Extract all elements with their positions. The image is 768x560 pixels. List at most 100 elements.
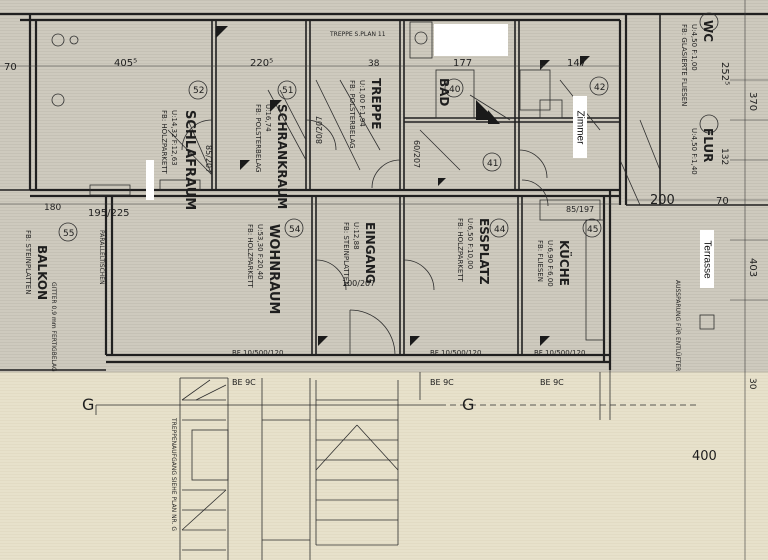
room-floor: FB: HOLZPARKETT <box>456 218 464 282</box>
section-markers <box>216 26 590 346</box>
window-label: BE 9C <box>232 378 256 387</box>
room-number: 51 <box>282 86 293 96</box>
room-bad: 40 BAD <box>437 78 461 106</box>
room-name: KÜCHE <box>557 240 572 286</box>
window-label: BF 10/500/120 <box>534 349 585 357</box>
room-number: 38 <box>368 59 380 69</box>
dim-label: 403 <box>747 258 758 277</box>
grid-markers <box>58 12 719 242</box>
paper-background <box>0 0 768 372</box>
door-swings <box>181 119 549 356</box>
room-floor: FB: HOLZPARKETT <box>246 224 254 288</box>
dim-label: 70 <box>716 196 729 207</box>
opening-labels: BF 10/500/120 BF 10/500/120 BF 10/500/12… <box>204 116 594 387</box>
window-label: BE 9C <box>430 378 454 387</box>
room-floor: FB: HOLZPARKETT <box>160 110 168 174</box>
room-schrankraum: 51 SCHRANKRAUM U:16,74 FB: POLSTERBELAG <box>254 86 293 209</box>
dim-label: 220⁵ <box>250 58 273 69</box>
room-number: 52 <box>193 86 204 96</box>
room-floor: FB: POLSTERBELAG <box>348 80 356 148</box>
room-balkon: 55 BALKON FB: STEINPLATTEN <box>24 229 74 300</box>
room-number: 55 <box>63 229 74 239</box>
room-number: 54 <box>289 225 301 235</box>
room-number: 42 <box>594 83 605 93</box>
dim-label: 177 <box>453 58 472 69</box>
plan-notes: G G TREPPENAUFGANG SIEHE PLAN NR. G TREP… <box>50 31 681 531</box>
dim-label: 180 <box>44 203 61 213</box>
room-floor: FB: STEINPLATTEN <box>24 230 32 294</box>
room-dims: U:4,50 F:1,00 <box>690 24 698 71</box>
room-floor: FB: GLASIERTE FLIESEN <box>680 24 688 106</box>
annotation-zimmer: Zimmer <box>573 96 587 158</box>
window-label: BF 10/500/120 <box>232 349 283 357</box>
dim-label: 370 <box>747 92 758 111</box>
dim-label: 30 <box>747 378 757 390</box>
room-flur: 42 FLUR U:4,50 F:1,40 <box>594 83 715 175</box>
door-label: 85/197 <box>566 205 594 214</box>
room-dims: U:53,30 F:20,40 <box>256 224 264 280</box>
room-number: 40 <box>449 85 461 95</box>
room-name: BALKON <box>35 245 49 300</box>
annotation-terrasse-label: Terrasse <box>701 239 713 279</box>
room-dims: U:12,88 <box>352 222 360 250</box>
dim-label: 252⁵ <box>719 62 730 85</box>
room-name: BAD <box>437 78 451 106</box>
room-number: 45 <box>587 225 598 235</box>
window-label: BF 10/500/120 <box>430 349 481 357</box>
parallel-note: PARALLELTISCHEN <box>98 230 105 285</box>
room-name: TREPPE <box>369 78 383 129</box>
room-floor: FB: STEINPLATTEN <box>342 222 350 286</box>
dim-label: 70 <box>4 62 17 73</box>
room-name: EINGANG <box>363 222 377 284</box>
lower-stair-area <box>95 370 700 560</box>
room-kueche: 45 KÜCHE U:6,90 F:6,00 FB: FLIESEN <box>536 225 598 287</box>
room-dims: U:4,50 F:1,40 <box>690 128 698 175</box>
door-label: 60/207 <box>412 140 421 168</box>
grid-axis-label: G <box>82 395 94 414</box>
room-number: 44 <box>494 225 506 235</box>
door-label: 100/207 <box>342 279 375 288</box>
dim-label: 400 <box>692 449 717 464</box>
redaction-box <box>434 24 508 56</box>
room-dims: U:16,74 <box>264 104 272 132</box>
annotation-zimmer-label: Zimmer <box>574 110 586 144</box>
redaction-strip <box>146 160 154 200</box>
room-treppe: 38 TREPPE U:1,00 F:1,94 FB: POLSTERBELAG <box>348 59 383 148</box>
window-label: BE 9C <box>540 378 564 387</box>
room-schlafraum: 52 SCHLAFRAUM U:14,32 F:12,63 FB: HOLZPA… <box>160 86 204 210</box>
dim-label: 200 <box>650 193 675 208</box>
room-dims: U:1,00 F:1,94 <box>358 80 366 127</box>
room-name: SCHLAFRAUM <box>182 110 197 210</box>
room-essplatz: 44 ESSPLATZ U:6,50 F:10,00 FB: HOLZPARKE… <box>456 218 506 285</box>
room-name: WOHNRAUM <box>266 224 281 314</box>
dim-label: 195/225 <box>88 208 130 219</box>
room-number: 41 <box>487 159 498 169</box>
door-label: 80/207 <box>315 116 324 144</box>
room-floor: FB: POLSTERBELAG <box>254 104 262 172</box>
door-label: 85/207 <box>204 145 213 173</box>
grid-axis-label: G <box>462 395 474 414</box>
room-name: SCHRANKRAUM <box>275 104 289 209</box>
room-eingang: EINGANG U:12,88 FB: STEINPLATTEN <box>342 222 377 286</box>
annotation-terrasse: Terrasse <box>700 230 714 288</box>
dim-label: 147 <box>567 58 586 69</box>
balkon-note: GITTER 0,9 mm FERTIGBELAG <box>50 282 57 372</box>
ausbruch-note: AUSSPARUNG FÜR ENTLÜFTER <box>674 280 681 371</box>
room-name: WC <box>701 20 715 42</box>
room-dims: U:14,32 F:12,63 <box>170 110 178 166</box>
room-name: ESSPLATZ <box>477 218 491 285</box>
dimension-labels: 405⁵ 220⁵ 177 147 70 180 195/225 200 70 … <box>4 58 758 464</box>
room-floor: FB: FLIESEN <box>536 240 544 282</box>
stair-note: TREPPENAUFGANG SIEHE PLAN NR. G <box>170 417 177 531</box>
wall-details <box>51 21 715 341</box>
room-dims: U:6,50 F:10,00 <box>466 218 474 269</box>
dim-label: 132 <box>719 148 729 165</box>
paper-lower <box>0 372 768 560</box>
dim-label: 405⁵ <box>114 58 137 69</box>
room-wohnraum: 54 WOHNRAUM U:53,30 F:20,40 FB: HOLZPARK… <box>246 224 301 314</box>
room-dims: U:6,90 F:6,00 <box>546 240 554 287</box>
stair-top-note: TREPPE S.PLAN 11 <box>329 31 386 38</box>
room-wc: 41 WC U:4,50 F:1,00 FB: GLASIERTE FLIESE… <box>487 20 715 169</box>
